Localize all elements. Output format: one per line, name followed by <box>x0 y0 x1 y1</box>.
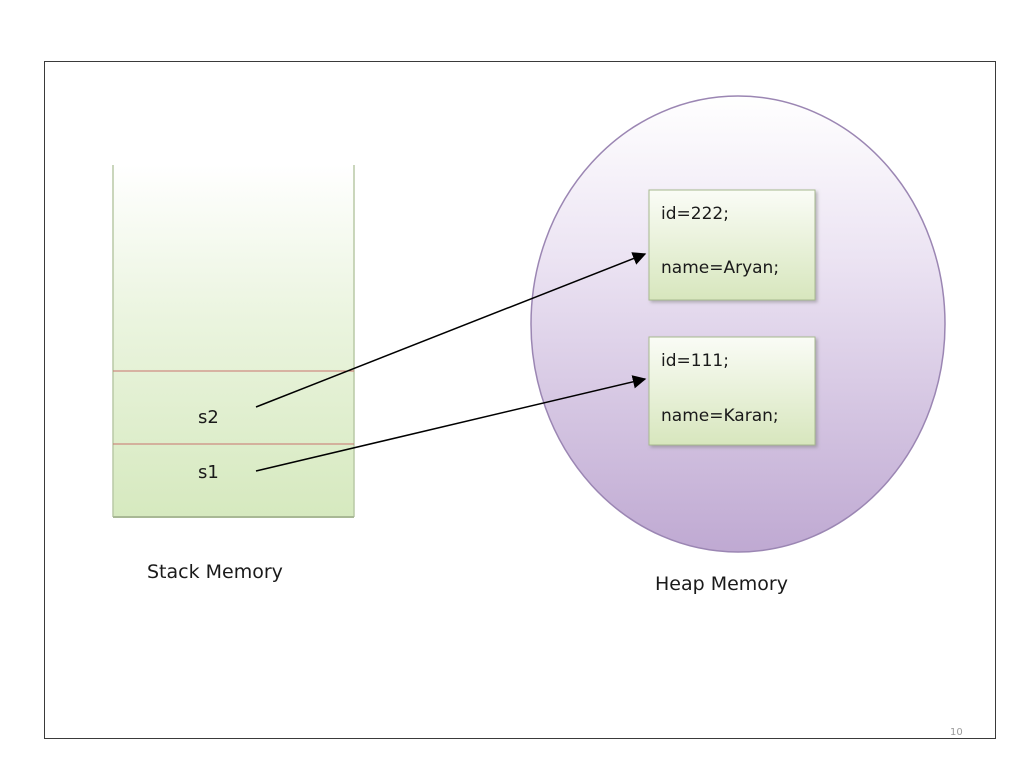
page-number: 10 <box>950 727 963 738</box>
heap-object-karan <box>648 336 816 446</box>
karan-name-field: name=Karan; <box>661 406 779 426</box>
karan-id-field: id=111; <box>661 351 729 371</box>
heap-object-aryan <box>648 189 816 301</box>
arrow-s2-to-aryan <box>255 252 647 408</box>
heap-ellipse <box>530 95 946 553</box>
arrow-s1-to-karan <box>255 375 647 472</box>
aryan-name-field: name=Aryan; <box>661 258 780 278</box>
heap-caption: Heap Memory <box>655 573 788 595</box>
stack-caption: Stack Memory <box>147 561 283 583</box>
stack-var-s1: s1 <box>198 462 219 483</box>
aryan-id-field: id=222; <box>661 204 729 224</box>
stack-column <box>113 165 354 517</box>
stack-var-s2: s2 <box>198 407 219 428</box>
